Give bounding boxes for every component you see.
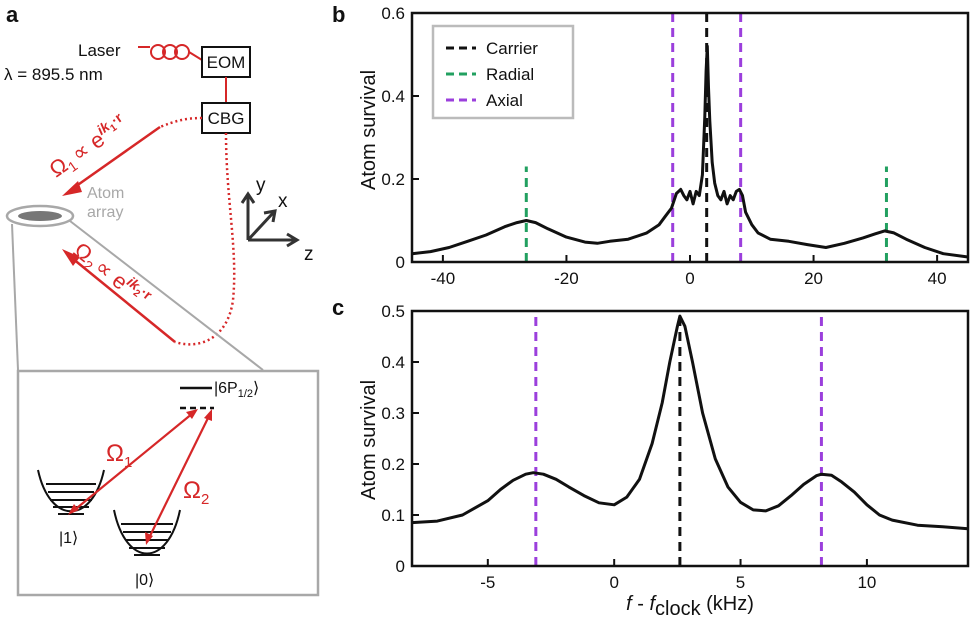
panel-label-a: a	[6, 2, 19, 27]
chart-c-ylabel: Atom survival	[358, 380, 380, 500]
cbg-label: CBG	[208, 109, 245, 128]
y-tick-label: 0.2	[381, 455, 405, 474]
fiber-coil-icon	[138, 44, 203, 61]
x-tick-label: 40	[928, 269, 947, 288]
y-tick-label: 0.1	[381, 506, 405, 525]
y-tick-label: 0.4	[381, 353, 405, 372]
y-tick-label: 0.5	[381, 302, 405, 321]
zoom-line-left	[11, 223, 19, 371]
x-tick-label: 0	[685, 269, 694, 288]
panel-c: c -5 0 5 10 0 0.1 0.2 0.3 0.4 0.5 Atom survival f…	[332, 295, 970, 620]
x-tick-label: 0	[609, 573, 618, 592]
legend-label-radial: Radial	[486, 65, 534, 84]
x-tick-label: 20	[804, 269, 823, 288]
x-tick-label: -5	[480, 573, 495, 592]
beam1-label: Ω1∝ eik1·r	[43, 109, 133, 185]
atom-label-line2: array	[87, 204, 123, 221]
y-tick-label: 0	[396, 253, 405, 272]
wavelength-label: λ = 895.5 nm	[4, 65, 103, 84]
x-tick-label: 5	[736, 573, 745, 592]
panel-label-c: c	[332, 295, 344, 320]
omega2-label: Ω2	[183, 477, 209, 508]
omega1-label: Ω1	[106, 440, 132, 471]
zoom-line-right	[69, 220, 264, 371]
legend-label-axial: Axial	[486, 91, 523, 110]
level-zero-label: |0⟩	[135, 572, 154, 589]
laser-label: Laser	[78, 41, 121, 60]
chart-c-xlabel: f - fclock (kHz)	[626, 593, 754, 620]
axis-x-label: x	[278, 191, 288, 212]
transition-arrows	[68, 409, 212, 545]
y-tick-label: 0	[396, 557, 405, 576]
level-one-label: |1⟩	[59, 530, 78, 547]
beam2-arrow	[71, 257, 176, 343]
y-tick-label: 0.4	[381, 87, 405, 106]
y-tick-label: 0.6	[381, 4, 405, 23]
panel-a: a Laser λ = 895.5 nm EOM CBG Ω1∝ eik1·r	[4, 2, 320, 597]
x-tick-label: -20	[554, 269, 579, 288]
data-series-line	[411, 314, 969, 531]
beam2-fiber	[174, 132, 236, 346]
beam1-arrowhead-icon	[62, 181, 82, 196]
data-series-line	[411, 44, 969, 259]
beam2-arrowhead-icon	[62, 249, 80, 266]
legend-box	[431, 24, 575, 120]
legend-label-carrier: Carrier	[486, 39, 538, 58]
excited-level-label: |6P1/2⟩	[214, 380, 259, 400]
eom-box	[201, 46, 251, 78]
axis-z-label: z	[304, 244, 314, 265]
atom-array-cloud	[18, 211, 62, 221]
x-tick-label: 10	[857, 573, 876, 592]
coordinate-axes-icon	[240, 191, 300, 248]
plot-frame	[410, 309, 970, 568]
panel-label-b: b	[332, 2, 345, 27]
beam1-fiber	[159, 116, 203, 129]
eom-label: EOM	[207, 53, 246, 72]
panel-b: b -40 -20 0 20 40 0 0.2 0.4 0.6CarrierRadialAxia…	[332, 2, 970, 288]
axis-y-label: y	[256, 175, 266, 196]
chart-c: -5 0 5 10 0 0.1 0.2 0.3 0.4 0.5	[381, 302, 970, 592]
y-tick-label: 0.3	[381, 404, 405, 423]
chart-b-ylabel: Atom survival	[358, 70, 380, 190]
x-tick-label: -40	[431, 269, 456, 288]
atom-label-line1: Atom	[87, 185, 124, 202]
y-tick-label: 0.2	[381, 170, 405, 189]
atom-array-outline	[5, 204, 75, 228]
beam1-arrow	[71, 125, 161, 191]
beam2-label: Ω2∝ eik2·r	[67, 236, 156, 315]
